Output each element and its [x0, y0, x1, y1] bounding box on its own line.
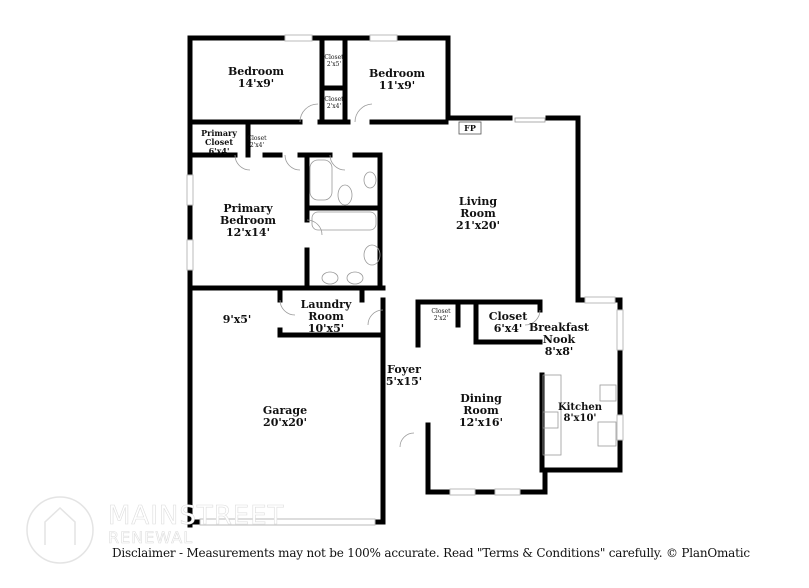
room-name: Closet	[324, 54, 344, 61]
room-size: 11'x9'	[378, 79, 416, 92]
room-name: Closet	[431, 308, 451, 315]
disclaimer: Disclaimer - Measurements may not be 100…	[112, 546, 750, 560]
room-size: 10'x5'	[307, 322, 345, 335]
mainstreet-renewal-logo: MAINSTREET RENEWAL	[108, 502, 285, 546]
room-name: Living Room	[458, 195, 498, 220]
room-name: Bedroom	[368, 67, 426, 80]
room-size: 2'x2'	[433, 315, 449, 322]
logo-line-1: MAINSTREET	[108, 501, 285, 531]
room-size: 5'x15'	[385, 375, 423, 388]
room-name: Closet	[324, 96, 344, 103]
room-name: Dining Room	[460, 392, 502, 417]
room-size: 21'x20'	[456, 219, 500, 232]
room-size: 12'x14'	[226, 226, 270, 239]
room-name: Closet	[488, 310, 528, 323]
room-name: Primary Bedroom	[219, 202, 277, 227]
room-name: Laundry Room	[300, 298, 352, 323]
room-name: Breakfast Nook	[529, 321, 589, 346]
room-size: 6'x4'	[493, 322, 523, 335]
room-name: Garage	[262, 404, 308, 417]
room-name: Bedroom	[227, 65, 285, 78]
door-swings	[234, 103, 546, 448]
logo-line-2: RENEWAL	[108, 528, 194, 547]
room-name: Kitchen	[557, 402, 603, 413]
windows	[186, 34, 624, 526]
room-size: 12'x16'	[459, 416, 503, 429]
room-size: 6'x4'	[208, 146, 230, 156]
fixtures	[309, 159, 617, 456]
room-size: 14'x9'	[237, 77, 275, 90]
fireplace-label: FP	[464, 123, 476, 133]
room-name: Foyer	[387, 363, 421, 376]
room-storage-size: 9'x5'	[222, 313, 252, 326]
room-size: 20'x20'	[263, 416, 307, 429]
room-size: 2'x4'	[326, 103, 342, 110]
room-size: 8'x8'	[544, 345, 574, 358]
walls	[187, 35, 623, 528]
room-name: Primary Closet	[201, 128, 237, 147]
room-size: 8'x10'	[563, 413, 597, 424]
room-size: 2'x4'	[249, 142, 265, 149]
logo-mark-icon	[26, 496, 94, 564]
room-size: 2'x5'	[326, 61, 342, 68]
room-name: Closet	[247, 135, 267, 142]
